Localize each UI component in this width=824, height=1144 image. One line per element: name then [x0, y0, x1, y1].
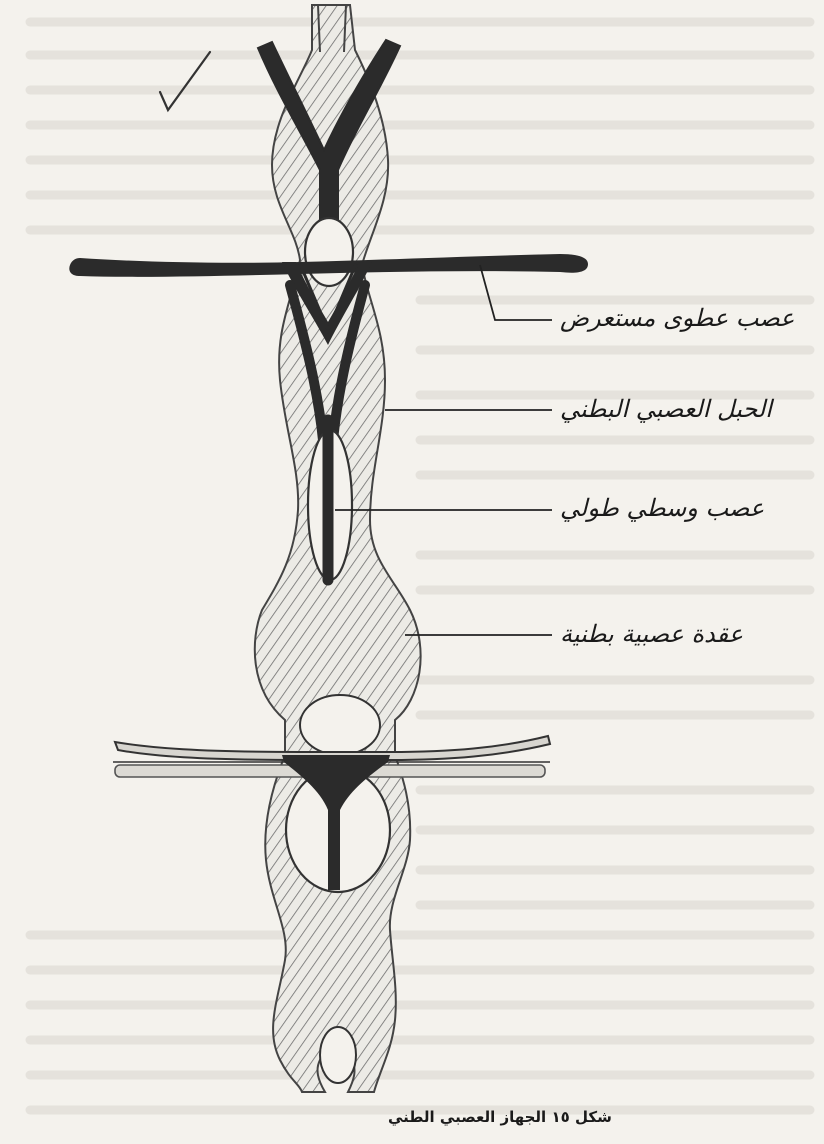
label-ventral-ganglion: عقدة عصبية بطنية: [560, 620, 743, 648]
figure-caption: شكل ١٥ الجهاز العصبي الطني: [388, 1108, 612, 1126]
label-ventral-nerve-cord: الحبل العصبي البطني: [560, 395, 772, 423]
leader-transverse: [480, 265, 552, 320]
label-median-longitudinal-nerve: عصب وسطي طولي: [560, 494, 764, 522]
label-transverse-nerve: عصب عطوى مستعرض: [560, 304, 795, 332]
check-mark-icon: [160, 52, 210, 110]
